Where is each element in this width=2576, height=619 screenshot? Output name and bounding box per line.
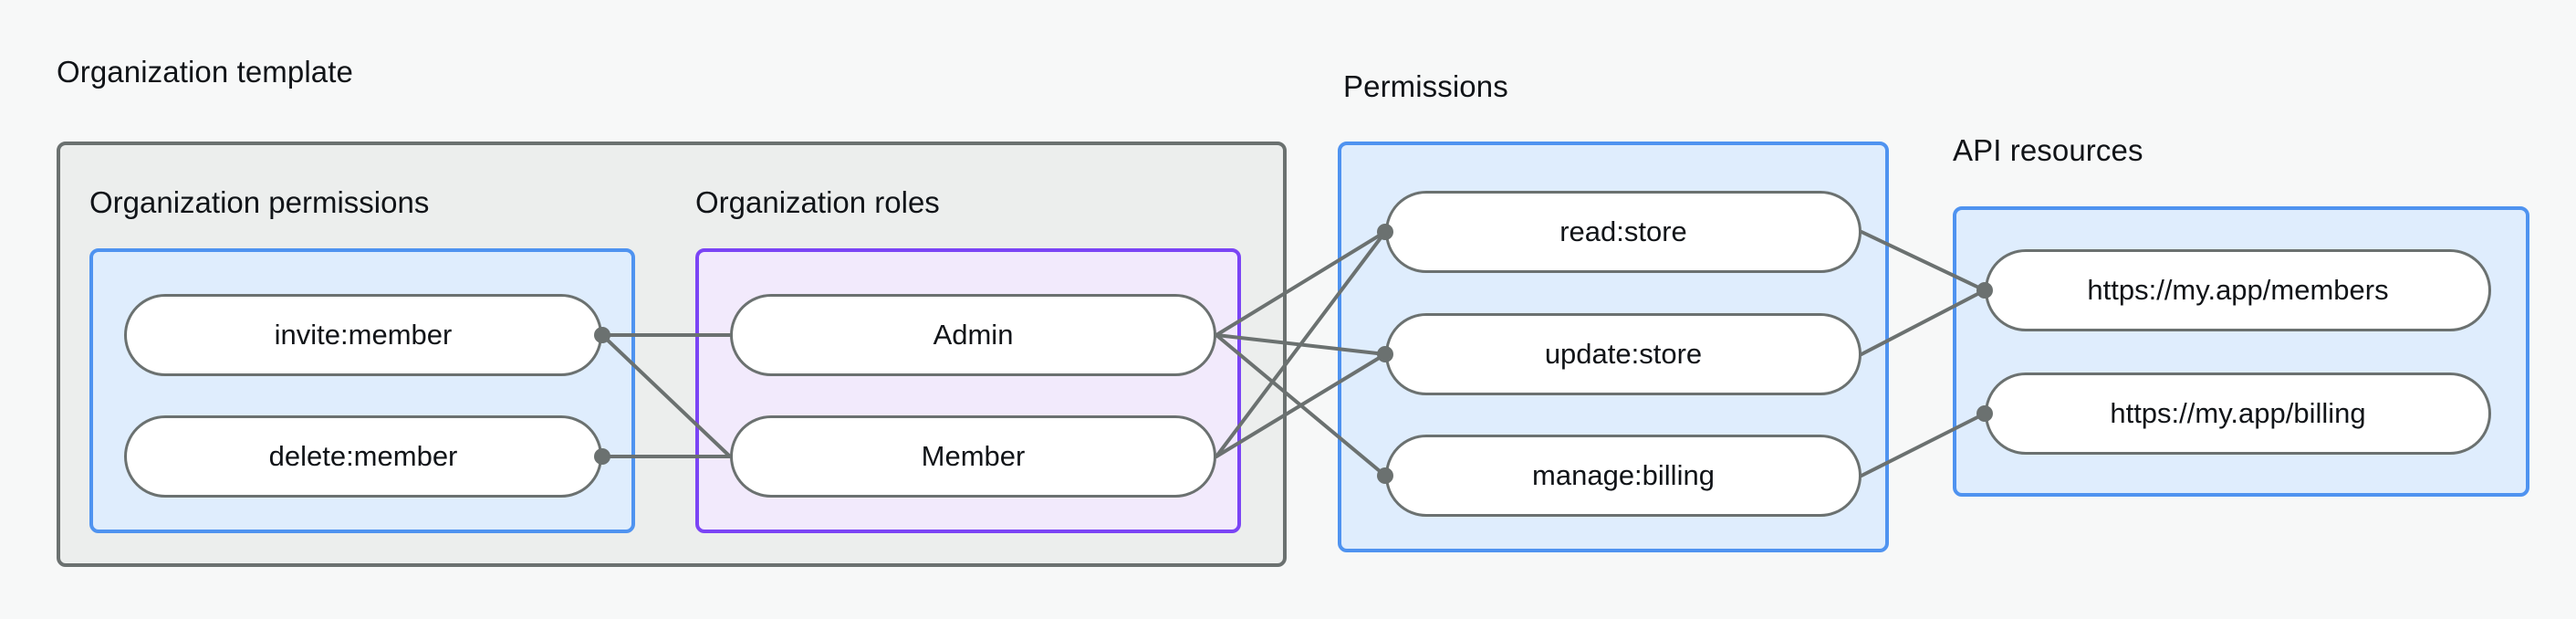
organization-template-label: Organization template [57, 55, 353, 89]
connector-dot-invite-member [594, 327, 610, 343]
permission-pill-update-store-label: update:store [1544, 338, 1703, 370]
connector-dot-billing [1976, 405, 1993, 422]
permission-pill-manage-billing-label: manage:billing [1532, 459, 1715, 491]
permission-pill-delete-member[interactable]: delete:member [124, 415, 602, 498]
api-resource-pill-members[interactable]: https://my.app/members [1985, 249, 2491, 331]
permissions-label: Permissions [1343, 69, 1508, 103]
permission-pill-invite-member-label: invite:member [274, 319, 453, 351]
api-resources-label: API resources [1953, 133, 2143, 167]
role-pill-admin-label: Admin [933, 319, 1014, 351]
connector-dot-delete-member [594, 448, 610, 465]
role-pill-admin[interactable]: Admin [730, 294, 1216, 376]
permission-pill-manage-billing[interactable]: manage:billing [1385, 435, 1862, 517]
api-resource-pill-billing-label: https://my.app/billing [2110, 397, 2366, 429]
role-pill-member-label: Member [921, 440, 1026, 472]
role-pill-member[interactable]: Member [730, 415, 1216, 498]
permission-pill-invite-member[interactable]: invite:member [124, 294, 602, 376]
organization-roles-label: Organization roles [695, 185, 940, 219]
permission-pill-delete-member-label: delete:member [268, 440, 458, 472]
organization-permissions-label: Organization permissions [89, 185, 430, 219]
connector-dot-manage-billing [1377, 467, 1393, 484]
connector-dot-members [1976, 282, 1993, 299]
permission-pill-read-store-label: read:store [1559, 215, 1687, 247]
permission-pill-update-store[interactable]: update:store [1385, 313, 1862, 395]
api-resource-pill-members-label: https://my.app/members [2087, 274, 2389, 306]
permission-pill-read-store[interactable]: read:store [1385, 191, 1862, 273]
api-resource-pill-billing[interactable]: https://my.app/billing [1985, 372, 2491, 455]
connector-dot-update-store [1377, 346, 1393, 362]
connector-dot-read-store [1377, 224, 1393, 240]
